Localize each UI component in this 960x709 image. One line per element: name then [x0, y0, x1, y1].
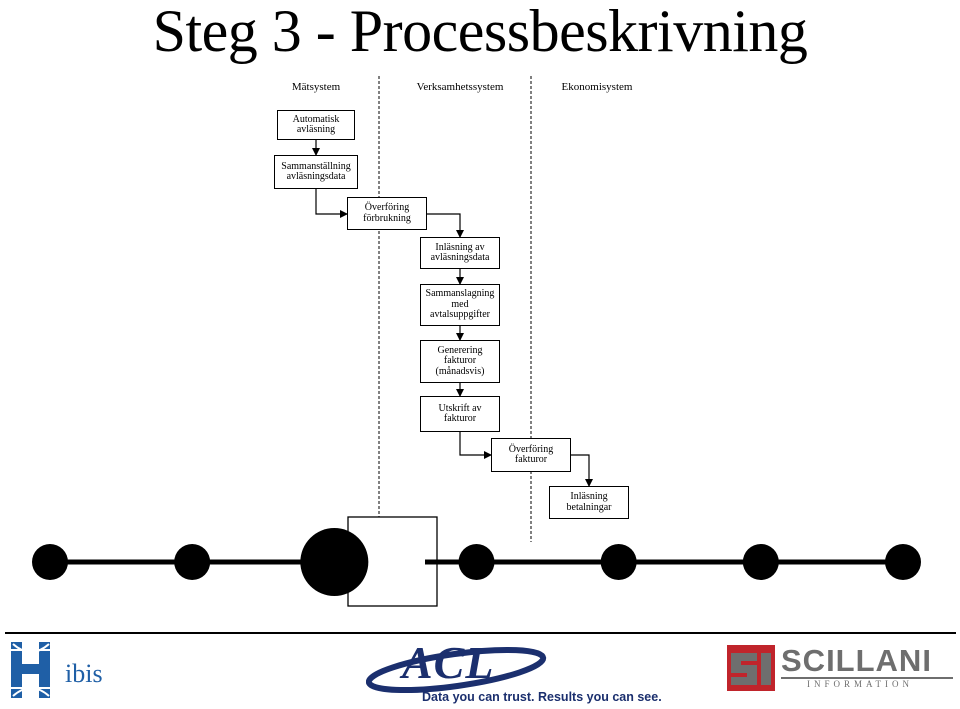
- lane-label-ekonomisystem: Ekonomisystem: [561, 81, 633, 93]
- lane-label-verksamhetssystem: Verksamhetssystem: [416, 81, 504, 93]
- timeline-milestone: [885, 544, 921, 580]
- step-sammanslagning-avtalsuppgifter: Sammanslagning med avtalsuppgifter: [420, 284, 500, 326]
- timeline-milestone: [32, 544, 68, 580]
- scillani-emblem-icon: [727, 645, 775, 691]
- step-overforing-forbrukning: Överföring förbrukning: [347, 197, 427, 230]
- connector-2-3: [315, 189, 348, 218]
- acl-logo: ACL Data you can trust. Results you can …: [366, 637, 662, 706]
- footer-divider: [5, 632, 956, 634]
- step-generering-fakturor: Generering fakturor (månadsvis): [420, 340, 500, 383]
- hibis-logo: ibis: [5, 640, 110, 702]
- step-overforing-fakturor: Överföring fakturor: [491, 438, 571, 472]
- timeline-milestones: [32, 528, 921, 596]
- timeline-milestone: [742, 544, 779, 580]
- acl-tagline: Data you can trust. Results you can see.: [422, 690, 662, 704]
- timeline-milestone-current: [300, 528, 369, 596]
- connector-7-8: [459, 432, 492, 459]
- step-inlasning-avlasningsdata: Inläsning av avläsningsdata: [420, 237, 500, 269]
- process-diagram: [32, 76, 921, 607]
- lane-label-matsystem: Mätsystem: [291, 81, 341, 93]
- step-automatisk-avlasning: Automatisk avläsning: [277, 110, 355, 140]
- page-title: Steg 3 - Processbeskrivning: [152, 0, 808, 64]
- acl-swoosh-icon: [366, 646, 547, 694]
- timeline-milestone: [600, 544, 637, 580]
- hibis-wordmark: ibis: [65, 659, 103, 688]
- connector-3-4: [427, 213, 464, 238]
- scillani-wordmark: SCILLANI: [781, 643, 932, 678]
- connector-8-9: [571, 454, 593, 487]
- hibis-h-icon: [7, 642, 55, 698]
- scillani-subtitle: INFORMATION: [807, 679, 914, 689]
- step-sammanstallning-avlasningsdata: Sammanställning avläsningsdata: [274, 155, 358, 189]
- step-inlasning-betalningar: Inläsning betalningar: [549, 486, 629, 519]
- scillani-logo: SCILLANI INFORMATION: [727, 643, 956, 693]
- scillani-rule: [781, 677, 953, 679]
- timeline-milestone: [174, 544, 211, 580]
- timeline-milestone: [458, 544, 495, 580]
- acl-wordmark: ACL: [402, 637, 495, 688]
- step-utskrift-fakturor: Utskrift av fakturor: [420, 396, 500, 432]
